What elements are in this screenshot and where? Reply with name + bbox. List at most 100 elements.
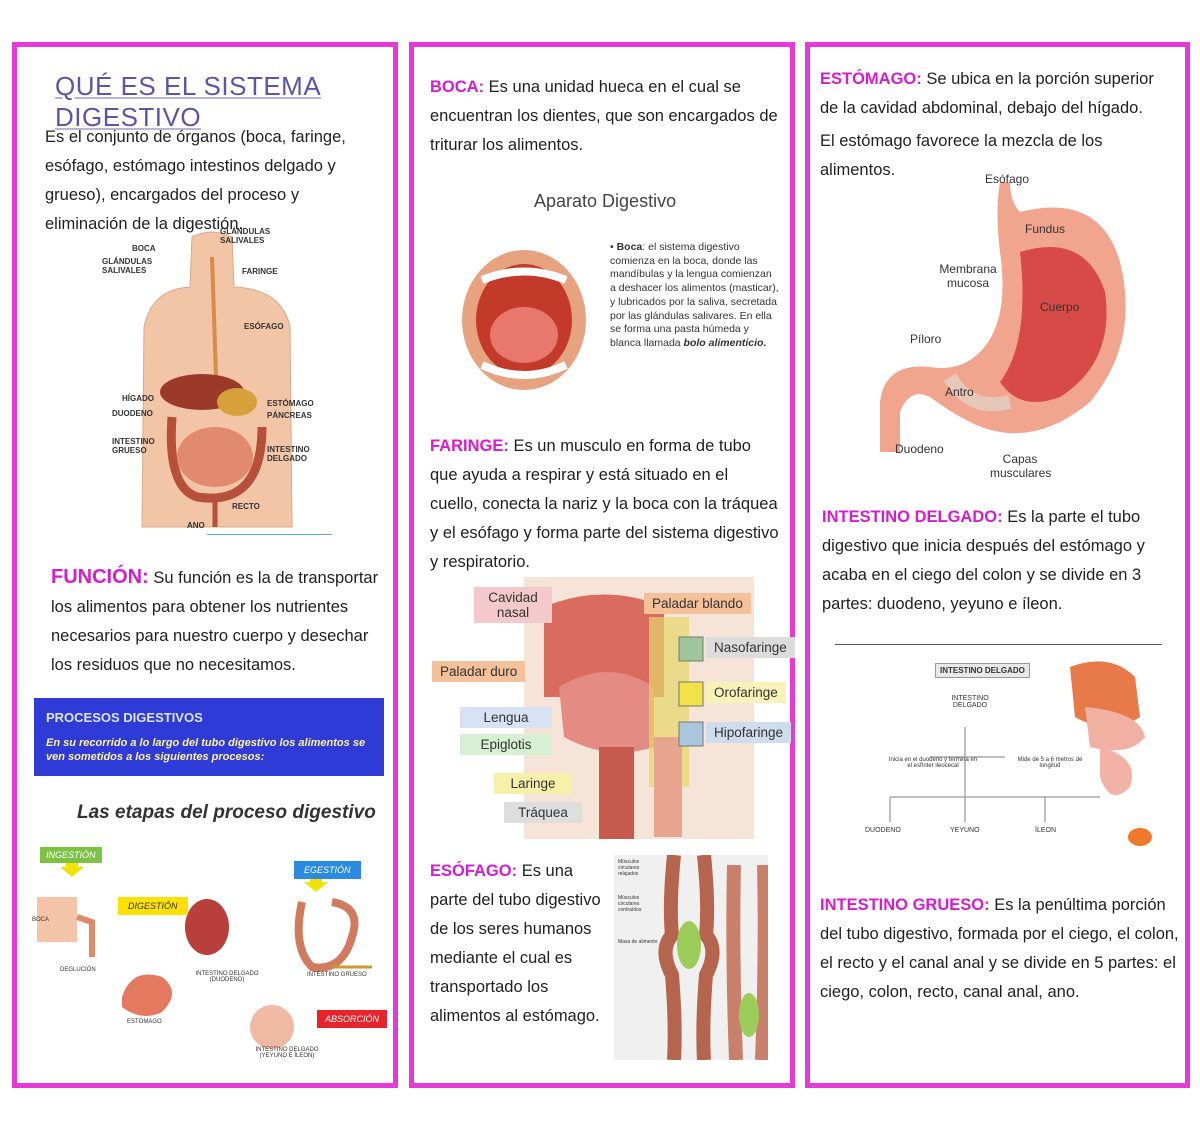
label-boca: BOCA <box>132 244 156 253</box>
tag-paladar-duro: Paladar duro <box>432 661 526 682</box>
aparato-bullet: • Boca: el sistema digestivo comienza en… <box>610 241 779 349</box>
grueso-label: INTESTINO GRUESO: <box>820 896 990 914</box>
tag-hipofaringe: Hipofaringe <box>706 722 792 743</box>
delgado-right-note: Mide de 5 a 6 metros de longitud <box>1017 757 1083 769</box>
tag-paladar-blando: Paladar blando <box>644 593 751 614</box>
tag-laringe: Laringe <box>494 773 572 794</box>
esofago-svg <box>658 855 768 1060</box>
digestion-tag: DIGESTIÓN <box>118 897 188 915</box>
label-musculos-contraidos: Músculos circulares contraídos <box>618 895 642 913</box>
tag-nasofaringe: Nasofaringe <box>706 637 795 658</box>
label-faringe: FARINGE <box>242 267 278 276</box>
tag-cavidad-nasal: Cavidad nasal <box>474 587 552 623</box>
delgado-yeyuno: YEYUNO <box>950 827 980 834</box>
delgado-ileon: ÍLEON <box>1035 827 1057 834</box>
label-intestino-grueso: INTESTINO GRUESO <box>112 437 155 455</box>
aparato-bullet-bold: Boca <box>616 241 643 253</box>
delgado-svg <box>889 661 1152 846</box>
label-duodeno: Duodeno <box>895 442 944 456</box>
esofago-diagram: Músculos circulares relajados Músculos c… <box>614 855 768 1060</box>
estomago-text-2: El estómago favorece la mezcla de los al… <box>820 132 1103 179</box>
estomago-paragraph: ESTÓMAGO: Se ubica en la porción superio… <box>820 65 1175 123</box>
digestive-system-diagram: GLÁNDULAS SALIVALES BOCA GLÁNDULAS SALIV… <box>102 227 342 537</box>
label-duodeno: DUODENO <box>112 409 153 418</box>
digestive-illustration <box>141 231 293 528</box>
tag-orofaringe: Orofaringe <box>706 682 786 703</box>
label-antro: Antro <box>945 385 974 399</box>
mouth-illustration <box>454 235 594 405</box>
stomach-diagram: Esófago Fundus Membrana mucosa Cuerpo Pí… <box>870 172 1160 482</box>
tag-lengua: Lengua <box>460 707 552 728</box>
mouth-svg <box>462 250 586 390</box>
panel-estomago-intestinos: ESTÓMAGO: Se ubica en la porción superio… <box>805 42 1190 1088</box>
label-glandulas-left: GLÁNDULAS SALIVALES <box>102 257 153 275</box>
etapa-boca: BOCA <box>32 917 50 923</box>
etapa-deglucion: DEGLUCIÓN <box>60 967 96 973</box>
egestion-tag: EGESTIÓN <box>294 861 361 879</box>
delgado-text: Es la parte el tubo digestivo que inicia… <box>822 508 1145 613</box>
aparato-title: Aparato Digestivo <box>534 191 677 211</box>
tag-traquea: Tráquea <box>504 802 582 823</box>
label-esofago: ESÓFAGO <box>244 322 284 331</box>
panel-boca-faringe-esofago: BOCA: Es una unidad hueca en el cual se … <box>409 42 795 1088</box>
procesos-title: PROCESOS DIGESTIVOS <box>46 710 203 725</box>
label-glandulas-top: GLÁNDULAS SALIVALES <box>220 227 271 245</box>
etapa-estomago: ESTÓMAGO <box>127 1019 162 1025</box>
boca-text: Es una unidad hueca en el cual se encuen… <box>430 78 778 154</box>
stomach-svg <box>880 182 1126 452</box>
aparato-bullet-end: bolo alimenticio. <box>683 336 767 349</box>
label-piloro: Píloro <box>910 332 942 346</box>
aparato-bullet-text: : el sistema digestivo comienza en la bo… <box>610 241 779 349</box>
ingestion-tag: INGESTIÓN <box>40 847 102 863</box>
funcion-paragraph: FUNCIÓN: Su función es la de transportar… <box>51 563 381 680</box>
delgado-left-note: Inicia en el duodeno y termina en el esf… <box>888 757 978 769</box>
etapas-title: Las etapas del proceso digestivo <box>77 802 376 823</box>
label-membrana: Membrana mucosa <box>939 262 997 290</box>
esofago-label: ESÓFAGO: <box>430 862 518 880</box>
estomago-text: Se ubica en la porción superior de la ca… <box>820 70 1154 117</box>
label-recto: RECTO <box>232 502 260 511</box>
absorcion-tag: ABSORCIÓN <box>317 1010 388 1028</box>
funcion-label: FUNCIÓN: <box>51 566 149 588</box>
delgado-header: INTESTINO DELGADO <box>935 663 1030 678</box>
procesos-text: En su recorrido a lo largo del tubo dige… <box>46 737 366 763</box>
faringe-label: FARINGE: <box>430 437 509 455</box>
tag-epiglotis: Epiglotis <box>460 734 552 755</box>
grueso-text: Es la penúltima porción del tubo digesti… <box>820 896 1179 1001</box>
label-intestino-delgado: INTESTINO DELGADO <box>267 445 310 463</box>
etapa-intestino-delgado-duodeno: INTESTINO DELGADO (DUODENO) <box>195 971 259 983</box>
delgado-center: INTESTINO DELGADO <box>951 695 989 709</box>
boca-label: BOCA: <box>430 78 485 96</box>
esofago-paragraph: ESÓFAGO: Es una parte del tubo digestivo… <box>430 857 608 1031</box>
delgado-duodeno: DUODENO <box>865 827 901 834</box>
etapa-intestino-grueso: INTESTINO GRUESO <box>307 972 367 978</box>
delgado-label: INTESTINO DELGADO: <box>822 508 1003 526</box>
estomago-label: ESTÓMAGO: <box>820 70 922 88</box>
boca-paragraph: BOCA: Es una unidad hueca en el cual se … <box>430 73 780 160</box>
etapas-diagram: INGESTIÓN DIGESTIÓN EGESTIÓN ABSORCIÓN B… <box>32 847 388 1067</box>
grueso-paragraph: INTESTINO GRUESO: Es la penúltima porció… <box>820 891 1180 1007</box>
divider <box>207 534 332 535</box>
label-capas: Capas musculares <box>990 452 1052 480</box>
funcion-text: Su función es la de transportar los alim… <box>51 569 379 674</box>
label-esofago: Esófago <box>985 172 1030 186</box>
label-fundus: Fundus <box>1025 222 1066 236</box>
etapa-intestino-delgado-yeyuno: INTESTINO DELGADO (YEYUNO E ÍLEON) <box>255 1047 319 1059</box>
label-ano: ANO <box>187 521 205 530</box>
etapas-illustration <box>37 857 372 1049</box>
procesos-banner: PROCESOS DIGESTIVOS En su recorrido a lo… <box>34 698 384 776</box>
page-title: QUÉ ES EL SISTEMA DIGESTIVO <box>55 71 322 132</box>
label-estomago: ESTÓMAGO <box>267 399 314 408</box>
intestino-delgado-diagram: INTESTINO DELGADO INTESTINO DELGADO Inic… <box>860 657 1160 857</box>
delgado-paragraph: INTESTINO DELGADO: Es la parte el tubo d… <box>822 503 1177 619</box>
faringe-svg <box>524 577 754 839</box>
esofago-text: Es una parte del tubo digestivo de los s… <box>430 862 601 1025</box>
divider <box>835 644 1162 645</box>
faringe-text: Es un musculo en forma de tubo que ayuda… <box>430 437 779 571</box>
intro-text: Es el conjunto de órganos (boca, faringe… <box>45 128 346 233</box>
faringe-paragraph: FARINGE: Es un musculo en forma de tubo … <box>430 432 780 577</box>
label-masa-alimento: Masa de alimento <box>618 939 658 945</box>
panel-que-es: QUÉ ES EL SISTEMA DIGESTIVO Es el conjun… <box>12 42 398 1088</box>
faringe-diagram: Cavidad nasal Paladar blando Paladar dur… <box>424 577 795 839</box>
label-higado: HÍGADO <box>122 394 154 403</box>
